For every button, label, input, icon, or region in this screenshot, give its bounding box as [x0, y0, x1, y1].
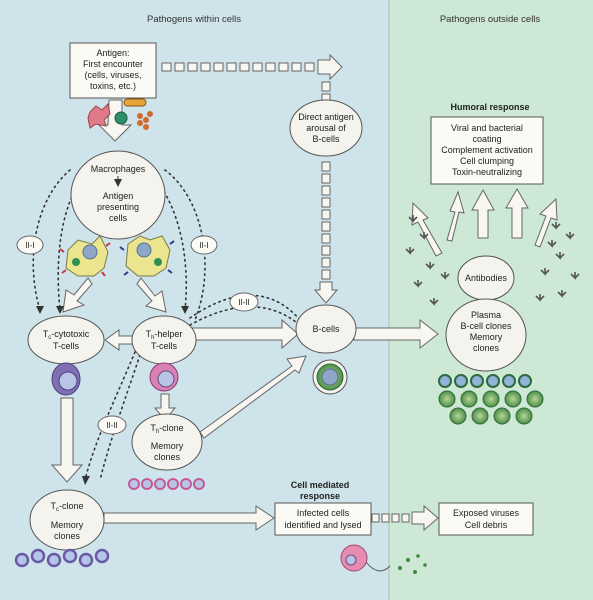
- svg-text:Th-helper: Th-helper: [146, 329, 183, 341]
- th-memory-cells: [128, 478, 205, 490]
- svg-text:Antigen: Antigen: [103, 191, 134, 201]
- svg-text:Cell clumping: Cell clumping: [460, 156, 514, 166]
- arrow-apc-th: [136, 277, 167, 313]
- svg-text:Memory: Memory: [51, 520, 84, 530]
- antibodies-oval: Antibodies: [457, 255, 515, 301]
- svg-text:II-I: II-I: [199, 241, 208, 250]
- svg-text:Macrophages: Macrophages: [91, 164, 146, 174]
- svg-text:identified and lysed: identified and lysed: [284, 520, 361, 530]
- svg-text:(cells, viruses,: (cells, viruses,: [84, 70, 141, 80]
- tc-memory-cells: [14, 548, 110, 568]
- apc-cell-left: [59, 235, 111, 277]
- th-clone-oval: Th-clone Memory clones: [131, 413, 203, 471]
- svg-text:T-cells: T-cells: [53, 341, 80, 351]
- svg-text:II-II: II-II: [238, 298, 250, 307]
- arrow-tc-tcclone: [50, 397, 84, 483]
- mhc-label-right: II-I: [190, 235, 218, 255]
- svg-text:Tc-cytotoxic: Tc-cytotoxic: [43, 329, 90, 341]
- svg-text:Plasma: Plasma: [471, 310, 501, 320]
- apc-cell-right: [119, 235, 175, 277]
- svg-text:II-I: II-I: [25, 241, 34, 250]
- bcell-green: [312, 359, 348, 395]
- svg-text:Cell debris: Cell debris: [465, 520, 508, 530]
- svg-text:arousal of: arousal of: [306, 123, 346, 133]
- tc-clone-oval: Tc-clone Memory clones: [29, 489, 105, 551]
- th-cell-pink: [149, 362, 179, 392]
- arrow-thclone-bcells: [199, 355, 307, 439]
- macrophage-apc-oval: Macrophages Antigen presenting cells: [70, 150, 166, 240]
- svg-text:First encounter: First encounter: [83, 59, 143, 69]
- svg-text:Th-clone: Th-clone: [150, 423, 183, 435]
- plasma-cells: [438, 390, 544, 425]
- svg-text:B-cell clones: B-cell clones: [460, 321, 512, 331]
- humoral-box: Viral and bacterial coating Complement a…: [430, 116, 544, 185]
- infected-box: Infected cells identified and lysed: [274, 502, 372, 536]
- mhc-label-top: II-II: [229, 292, 259, 312]
- mhc-label-left: II-I: [16, 235, 44, 255]
- cmr-title: Cell mediated response: [291, 480, 350, 501]
- exposed-box: Exposed viruses Cell debris: [438, 502, 534, 536]
- svg-text:cells: cells: [109, 213, 128, 223]
- th-helper-oval: Th-helper T-cells: [131, 315, 197, 365]
- header-within: Pathogens within cells: [147, 14, 241, 25]
- svg-text:clones: clones: [54, 531, 81, 541]
- mhc-label-bottom: II-II: [97, 415, 127, 435]
- lysed-cell: [340, 544, 427, 574]
- svg-text:Antigen:: Antigen:: [96, 48, 129, 58]
- pathogen-icons: [87, 98, 153, 130]
- arrow-bcells-plasma: [353, 318, 439, 350]
- humoral-title: Humoral response: [450, 102, 529, 112]
- svg-text:B-cells: B-cells: [312, 324, 340, 334]
- svg-text:T-cells: T-cells: [151, 341, 178, 351]
- svg-text:Exposed viruses: Exposed viruses: [453, 508, 520, 518]
- humoral-arrows: [411, 188, 558, 257]
- plasma-oval: Plasma B-cell clones Memory clones: [445, 298, 527, 372]
- svg-text:Tc-clone: Tc-clone: [50, 501, 83, 513]
- antibody-icons: [405, 215, 580, 306]
- arrow-infected-exposed: [371, 504, 439, 532]
- svg-text:Viral and bacterial: Viral and bacterial: [451, 123, 523, 133]
- svg-text:Antibodies: Antibodies: [465, 273, 508, 283]
- svg-text:B-cells: B-cells: [312, 134, 340, 144]
- svg-text:Complement activation: Complement activation: [441, 145, 533, 155]
- arrow-apc-tc: [62, 277, 93, 313]
- direct-arousal-oval: Direct antigen arousal of B-cells: [289, 99, 363, 157]
- header-outside: Pathogens outside cells: [440, 14, 541, 25]
- svg-text:Memory: Memory: [151, 441, 184, 451]
- svg-text:toxins, etc.): toxins, etc.): [90, 81, 136, 91]
- svg-text:clones: clones: [473, 343, 500, 353]
- svg-text:Memory: Memory: [470, 332, 503, 342]
- arrow-tcclone-infected: [103, 505, 275, 531]
- pathway-arrowheads: [36, 306, 189, 485]
- bcells-oval: B-cells: [295, 304, 357, 354]
- tc-cell-purple: [51, 362, 81, 396]
- svg-text:presenting: presenting: [97, 202, 139, 212]
- svg-text:II-II: II-II: [106, 421, 118, 430]
- svg-text:clones: clones: [154, 452, 181, 462]
- svg-text:Cell mediated: Cell mediated: [291, 480, 350, 490]
- tc-cytotoxic-oval: Tc-cytotoxic T-cells: [27, 315, 105, 365]
- arrow-th-bcells: [189, 318, 299, 350]
- svg-text:Toxin-neutralizing: Toxin-neutralizing: [452, 167, 522, 177]
- svg-text:Direct antigen: Direct antigen: [298, 112, 354, 122]
- svg-text:Infected cells: Infected cells: [297, 508, 350, 518]
- svg-text:response: response: [300, 491, 340, 501]
- antigen-box: Antigen: First encounter (cells, viruses…: [69, 42, 157, 99]
- direct-path: [161, 53, 343, 304]
- svg-text:coating: coating: [472, 134, 501, 144]
- memory-b-cells: [438, 374, 532, 388]
